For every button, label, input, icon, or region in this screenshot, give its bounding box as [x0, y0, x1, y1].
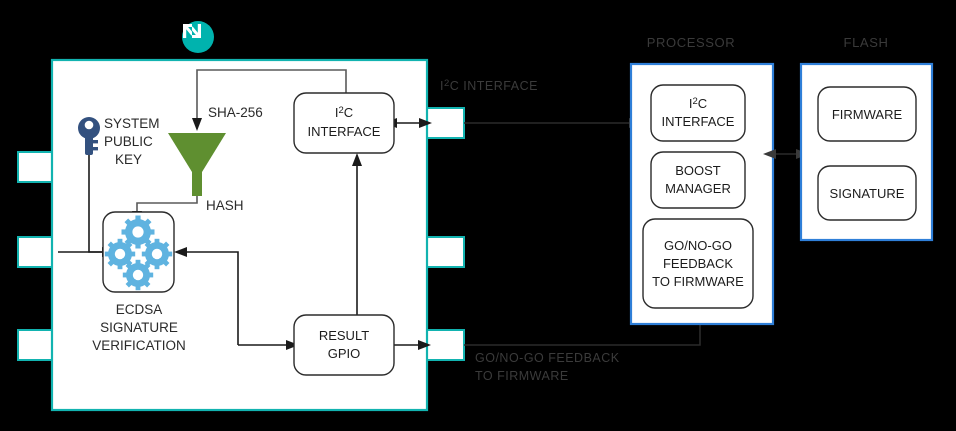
block-result-gpio-line1: RESULT — [319, 328, 369, 343]
external-i2c-interface-label: I2C INTERFACE — [440, 78, 538, 93]
block-boost-manager[interactable] — [650, 151, 746, 209]
gears-icon — [104, 215, 173, 291]
block-result-gpio[interactable] — [293, 314, 395, 376]
logo-glyph — [183, 24, 201, 38]
block-signature[interactable] — [817, 165, 917, 221]
block-result-gpio-line2: GPIO — [328, 346, 361, 361]
wire-gpio-to-i2c — [352, 153, 362, 322]
block-boost-manager-line1: BOOST — [675, 163, 721, 178]
wire-ecdsa-to-gpio — [238, 340, 299, 350]
block-boost-manager-line2: MANAGER — [665, 181, 731, 196]
maxim-integrated-logo — [182, 21, 214, 53]
block-firmware[interactable] — [817, 86, 917, 142]
block-signature-label: SIGNATURE — [830, 186, 905, 201]
system-public-key-line3: KEY — [115, 152, 142, 167]
processor-title: PROCESSOR — [647, 35, 735, 50]
wire-gpio-to-pin — [394, 340, 431, 350]
flash-title: FLASH — [844, 35, 889, 50]
ecdsa-label-line1: ECDSA — [116, 302, 163, 317]
wire-i2c-to-sha256 — [192, 69, 347, 131]
sha256-label: SHA-256 — [208, 105, 263, 120]
wire-chip-to-processor — [464, 118, 642, 128]
hash-label: HASH — [206, 198, 244, 213]
pin-right-mid — [423, 236, 465, 268]
ecdsa-label-line2: SIGNATURE — [100, 320, 178, 335]
block-i2c-interface-line2: INTERFACE — [308, 124, 381, 139]
block-go-no-go-feedback[interactable] — [642, 218, 754, 309]
block-go-no-go-line1: GO/NO-GO — [664, 238, 732, 253]
block-processor-i2c[interactable] — [650, 84, 746, 142]
key-icon — [78, 117, 100, 155]
system-public-key-line2: PUBLIC — [104, 134, 153, 149]
block-ecdsa-box[interactable] — [102, 211, 175, 293]
block-firmware-label: FIRMWARE — [832, 107, 903, 122]
block-i2c-interface-line1: I2C — [335, 105, 353, 120]
ecdsa-label-line3: VERIFICATION — [92, 338, 186, 353]
wire-gpio-to-ecdsa — [174, 247, 239, 345]
block-go-no-go-line2: FEEDBACK — [663, 256, 733, 271]
feedback-label-line1: GO/NO-GO FEEDBACK — [475, 351, 620, 365]
block-processor-i2c-line2: INTERFACE — [662, 114, 735, 129]
block-i2c-interface[interactable] — [293, 92, 395, 154]
block-go-no-go-line3: TO FIRMWARE — [652, 274, 744, 289]
block-processor-i2c-line1: I2C — [689, 96, 707, 111]
feedback-label-line2: TO FIRMWARE — [475, 369, 569, 383]
system-public-key-line1: SYSTEM — [104, 116, 160, 131]
funnel-icon — [168, 133, 226, 196]
